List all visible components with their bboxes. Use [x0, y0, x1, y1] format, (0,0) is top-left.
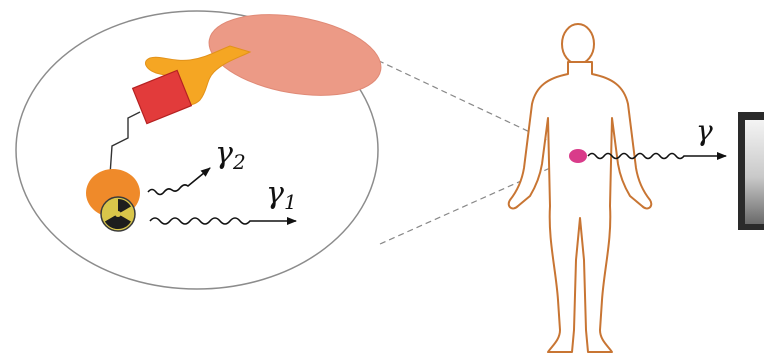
human-figure-icon [509, 24, 652, 352]
label-gamma: γ [696, 114, 713, 147]
gamma-detector-icon [738, 112, 764, 230]
tumor-site [569, 149, 587, 163]
